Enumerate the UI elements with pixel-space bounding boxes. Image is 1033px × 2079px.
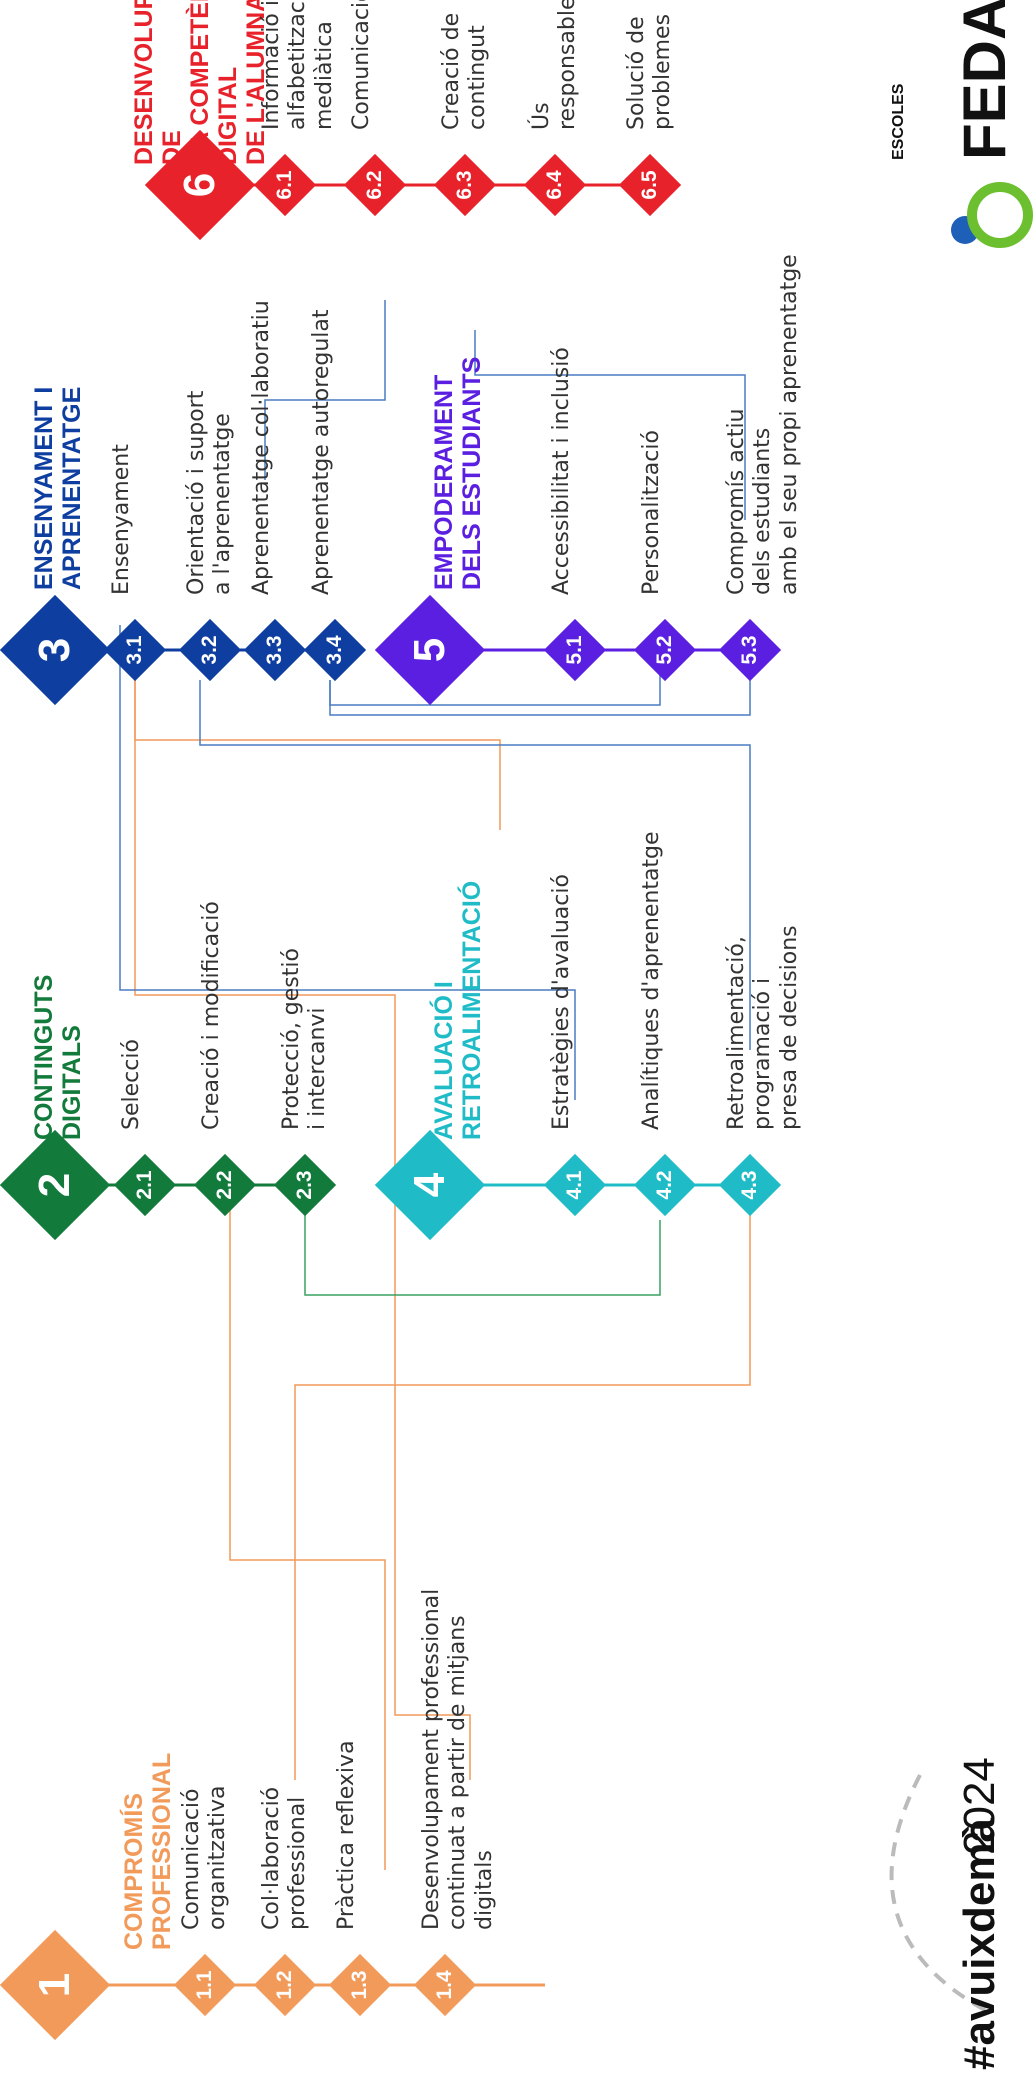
item-1-2-label: Col·laboració professional [259,1786,311,1930]
cross-link-line [229,1185,386,1870]
item-6-3-label: Creació de contingut [439,12,491,130]
escoles-text: ESCOLES [890,83,907,160]
item-6-1-diamond-label: 6.1 [273,170,296,200]
item-1-1-label: Comunicació organitzativa [179,1785,231,1930]
item-5-1-label: Accessibilitat i inclusió [549,347,574,595]
item-5-3-label: Compromís actiu dels estudiants amb el s… [724,254,802,595]
cross-link-line [304,1175,661,1296]
cross-link-line [134,680,471,1780]
item-2-3-diamond-label: 2.3 [293,1170,316,1200]
item-3-1-label: Ensenyament [109,444,134,595]
item-4-3-diamond-label: 4.3 [738,1170,761,1200]
item-4-1-label: Estratègies d'avaluació [549,874,574,1130]
area-3-title: ENSENYAMENT I APRENENTATGE [30,386,86,590]
item-2-3-label: Protecció, gestió i intercanvi [279,948,331,1130]
area-4-diamond-label: 4 [405,1172,454,1198]
item-1-2-diamond-label: 1.2 [273,1970,296,2000]
hashtag-logo-text: #avuixdemà [955,1818,1004,2070]
logo-ring-icon [967,182,1033,248]
item-5-1-diamond-label: 5.1 [563,635,586,665]
area-5-diamond-label: 5 [405,637,454,663]
item-4-1-diamond-label: 4.1 [563,1170,586,1200]
cross-link-line [474,330,746,520]
item-2-1-label: Selecció [119,1039,144,1130]
item-6-5-label: Solució de problemes [624,13,676,130]
item-4-3-label: Retroalimentació, programació i presa de… [724,925,802,1130]
item-4-2-diamond-label: 4.2 [653,1170,676,1200]
item-6-3-diamond-label: 6.3 [453,170,476,200]
area-4-title: AVALUACIÓ I RETROALIMENTACIÓ [430,880,486,1140]
item-3-2-diamond-label: 3.2 [198,635,221,665]
area-5-title: EMPODERAMENT DELS ESTUDIANTS [430,356,486,590]
item-5-3-diamond-label: 5.3 [738,635,761,665]
item-6-2-diamond-label: 6.2 [363,170,386,200]
area-6-title: DESENVOLUPAMENT DE LA COMPETÈNCIA DIGITA… [130,0,270,165]
cross-link-line [119,625,576,1100]
item-6-1-label: Informació i alfabetització mediàtica [259,0,337,130]
area-1-diamond-label: 1 [30,1972,79,1998]
cross-link-line [264,300,386,480]
item-6-2-label: Comunicació [349,0,374,130]
item-4-2-label: Analítiques d'aprenentatge [639,831,664,1130]
item-2-2-diamond-label: 2.2 [213,1170,236,1200]
area-2-title: CONTINGUTS DIGITALS [30,974,86,1140]
item-5-2-diamond-label: 5.2 [653,635,676,665]
item-1-4-diamond-label: 1.4 [433,1970,456,2000]
item-6-5-diamond-label: 6.5 [638,170,661,200]
year-text: 2024 [955,1757,1004,1855]
item-3-3-label: Aprenentatge col·laboratiu [249,300,274,595]
item-1-4-label: Desenvolupament professional continuat a… [419,1588,497,1930]
item-3-4-diamond-label: 3.4 [323,635,346,665]
area-1-title: COMPROMÍS PROFESSIONAL [120,1752,176,1950]
area-3-diamond-label: 3 [30,637,79,663]
area-6-diamond-label: 6 [175,172,224,198]
cross-link-line [294,1215,751,1780]
item-3-2-label: Orientació i suport a l'aprenentatge [184,390,236,595]
cross-link-line [199,680,751,1050]
cross-link-line [329,660,661,706]
area-2-diamond-label: 2 [30,1172,79,1198]
item-6-4-diamond-label: 6.4 [543,170,566,200]
item-3-4-label: Aprenentatge autoregulat [309,309,334,596]
item-3-1-diamond-label: 3.1 [123,635,146,665]
cross-link-line [134,680,501,830]
item-2-1-diamond-label: 2.1 [133,1170,156,1200]
item-1-3-label: Pràctica reflexiva [334,1740,359,1930]
item-1-3-diamond-label: 1.3 [348,1970,371,2000]
fedac-logo-text: FEDAC [951,0,1018,160]
item-1-1-diamond-label: 1.1 [193,1970,216,2000]
item-6-4-label: Ús responsable [529,0,581,130]
item-3-3-diamond-label: 3.3 [263,635,286,665]
item-2-2-label: Creació i modificació [199,901,224,1130]
item-5-2-label: Personalització [639,430,664,595]
